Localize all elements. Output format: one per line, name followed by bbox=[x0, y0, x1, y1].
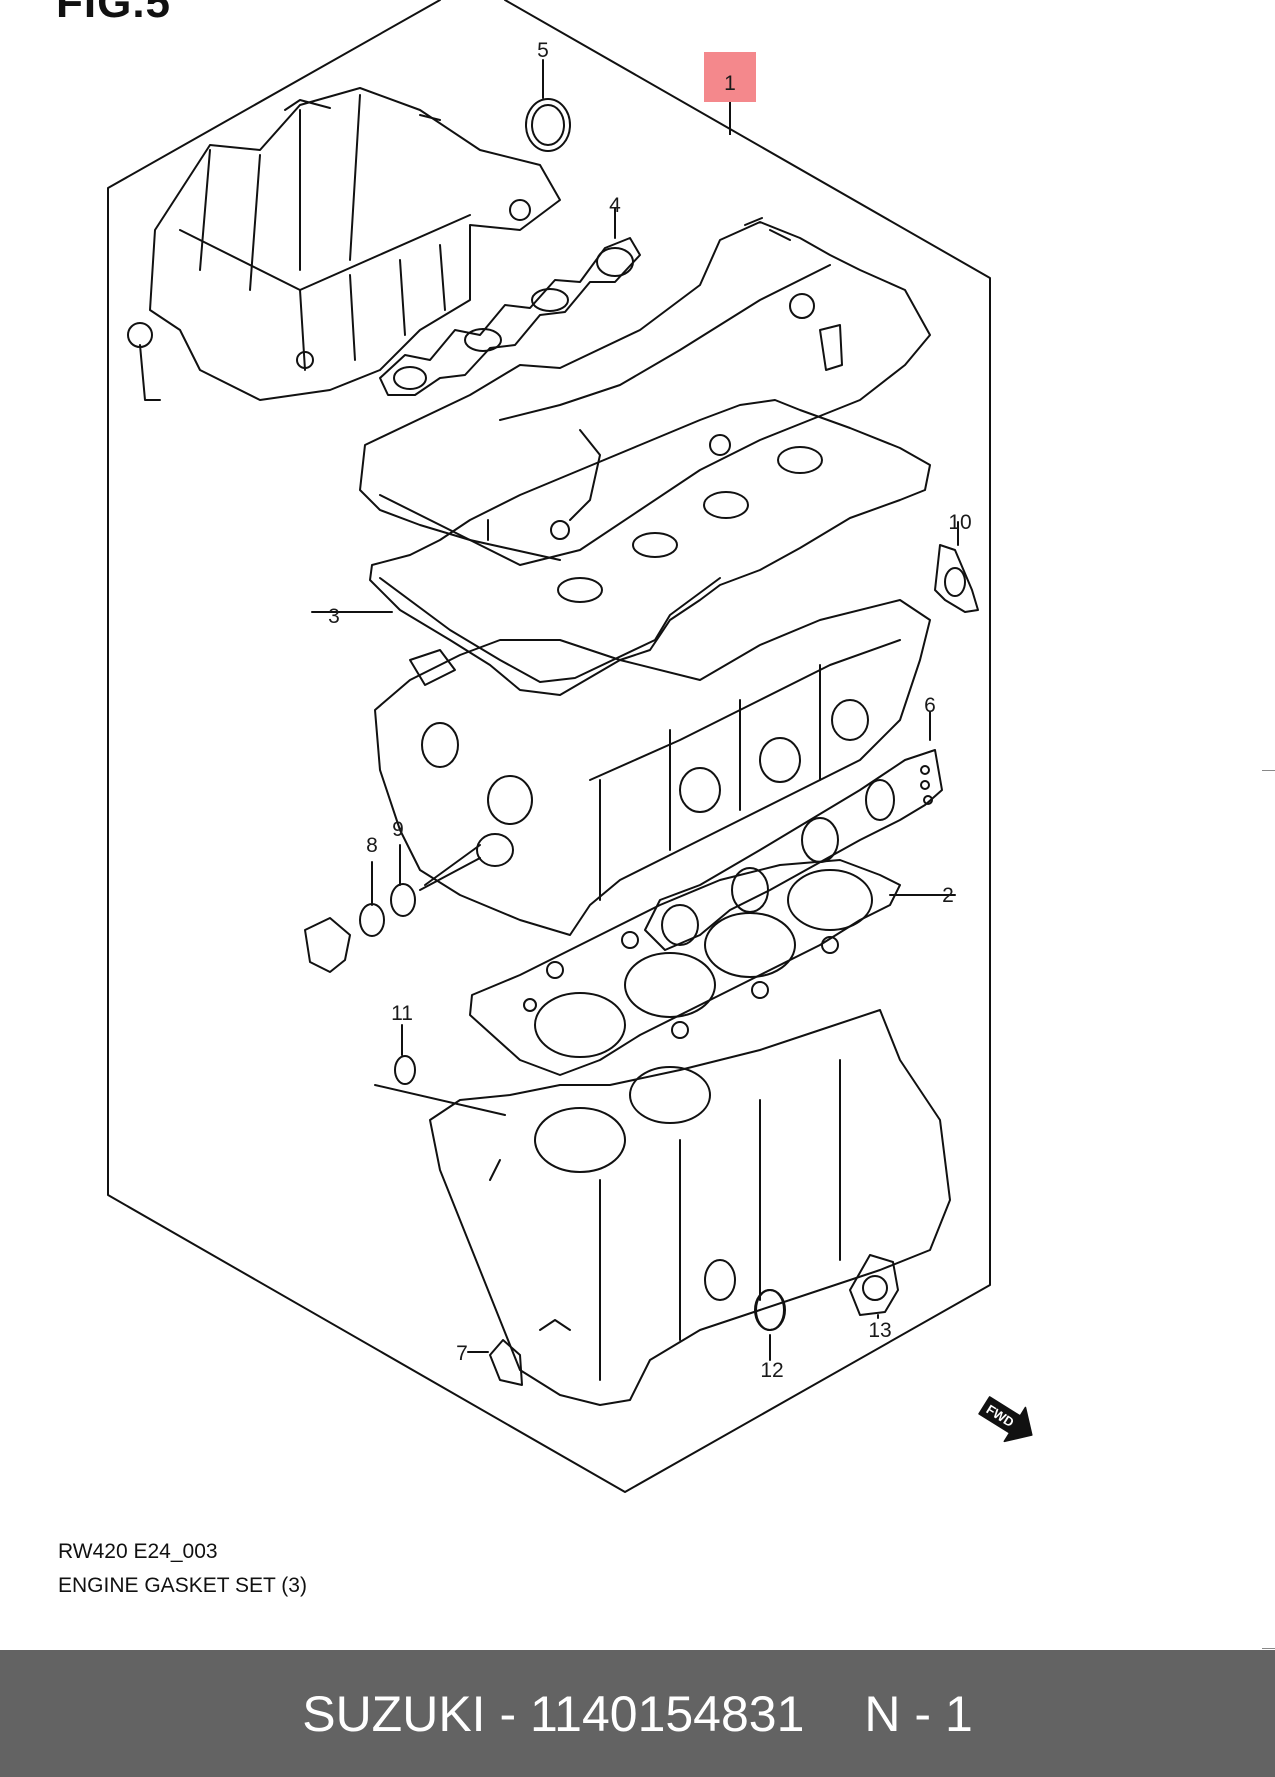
gasket-10 bbox=[934, 521, 979, 613]
callout-1-highlight bbox=[704, 52, 756, 102]
gasket-5 bbox=[525, 59, 571, 152]
callout-13: 13 bbox=[868, 1319, 891, 1342]
footer-dash: - bbox=[499, 1685, 517, 1742]
callout-7: 7 bbox=[456, 1342, 468, 1365]
head-gasket-2 bbox=[469, 859, 956, 1076]
cylinder-head bbox=[374, 599, 931, 936]
figure-label: FIG.5 bbox=[56, 0, 172, 27]
footer-bar: SUZUKI - 1140154831 N - 1 bbox=[0, 1650, 1275, 1777]
cylinder-block bbox=[429, 1009, 951, 1406]
footer-part-number: 1140154831 bbox=[530, 1685, 805, 1742]
gasket-7 bbox=[467, 1339, 523, 1386]
exploded-parts-diagram: 1 2 3 4 5 6 7 8 9 10 11 12 13 FWD bbox=[107, 0, 1033, 1493]
frame-outline bbox=[107, 0, 991, 1493]
head-cover-gasket-3 bbox=[311, 399, 931, 696]
callout-3: 3 bbox=[328, 605, 340, 628]
callout-9: 9 bbox=[392, 818, 404, 841]
diagram-caption: ENGINE GASKET SET (3) bbox=[58, 1574, 307, 1597]
edge-tick bbox=[1262, 770, 1275, 771]
water-outlet bbox=[304, 844, 481, 973]
callout-2: 2 bbox=[942, 884, 954, 907]
callout-8: 8 bbox=[366, 834, 378, 857]
exhaust-gasket-6 bbox=[644, 711, 943, 951]
callout-12: 12 bbox=[760, 1359, 783, 1382]
o-ring-12 bbox=[755, 1289, 785, 1361]
callout-1: 1 bbox=[724, 72, 736, 95]
intake-manifold bbox=[127, 87, 561, 401]
callout-6: 6 bbox=[924, 694, 936, 717]
o-ring-11 bbox=[374, 1024, 506, 1116]
callout-5: 5 bbox=[537, 39, 549, 62]
edge-tick bbox=[1262, 1648, 1275, 1649]
footer-n-label: N - 1 bbox=[864, 1685, 973, 1742]
gasket-13 bbox=[849, 1254, 899, 1319]
callout-10: 10 bbox=[948, 511, 971, 534]
intake-gasket-4 bbox=[379, 207, 641, 396]
diagram-ref-code: RW420 E24_003 bbox=[58, 1540, 218, 1563]
cylinder-head-cover bbox=[359, 217, 931, 566]
callout-11: 11 bbox=[391, 1002, 413, 1025]
fwd-arrow-icon: FWD bbox=[978, 1396, 1033, 1443]
callout-4: 4 bbox=[609, 194, 621, 217]
footer-brand: SUZUKI bbox=[302, 1685, 486, 1742]
